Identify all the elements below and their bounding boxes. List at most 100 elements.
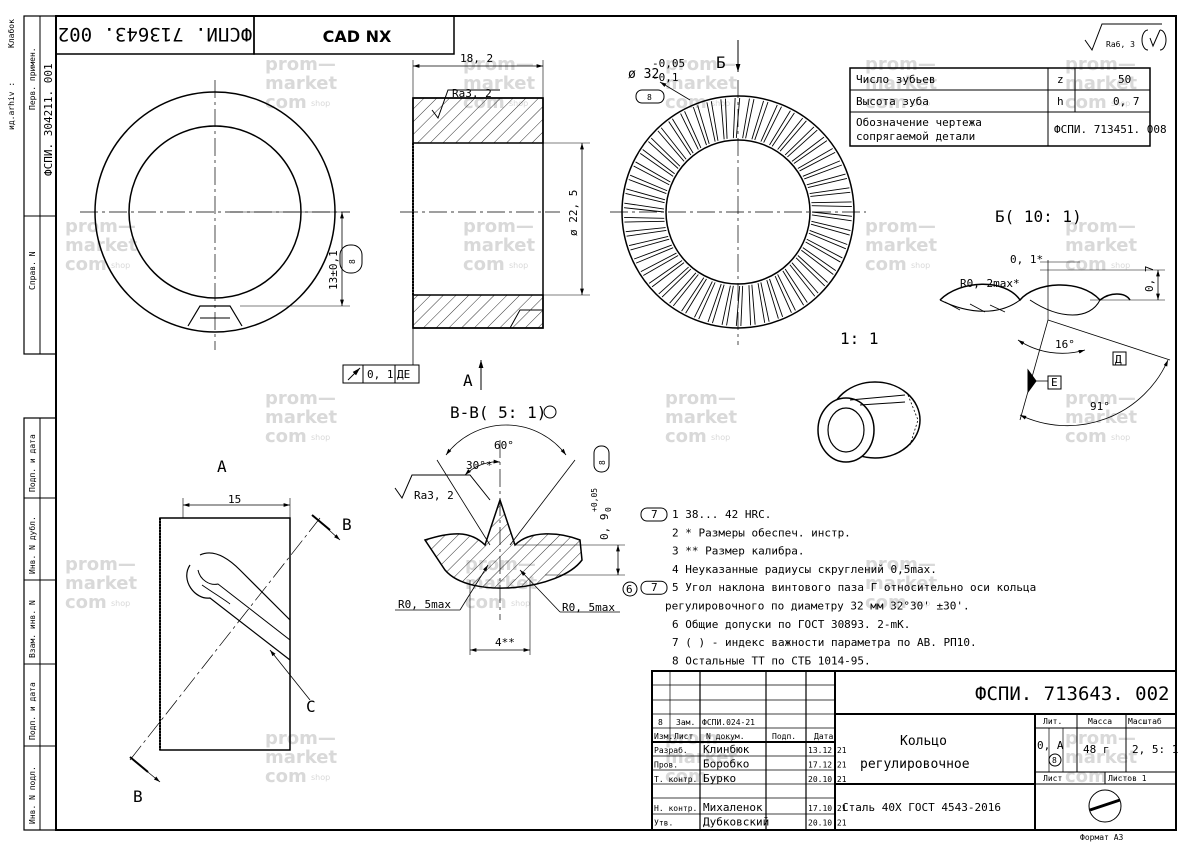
watermark-line: shop [711,773,730,782]
param-teeth-sym: z [1057,73,1064,86]
tb-person-role: Пров. [654,761,678,770]
detail-angle: 16° [1055,338,1075,351]
section-roughness: Ra3, 2 [414,489,454,502]
watermark-line: com [665,766,707,787]
tooth-line [784,126,815,156]
watermark-line: com [1065,426,1107,447]
tb-scale-value: 2, 5: 1 [1132,743,1178,756]
tooth-line [648,141,679,169]
tb-sheet-label: Лист [1043,774,1062,783]
watermark-line: com [865,254,907,275]
tooth-line [625,193,665,204]
watermark-line: prom— [265,388,336,409]
section-width: 4** [495,636,515,649]
tooth-line [732,98,736,139]
tooth-line [706,102,716,142]
tb-mass-label: Масса [1088,717,1112,726]
watermark-line: market [665,407,737,428]
tooth-line [726,285,734,326]
note-line: регулировочного по диаметру 32 мм 32°30'… [665,600,970,613]
watermark-line: shop [511,599,530,608]
tooth-line [789,264,816,297]
tooth-line [720,99,725,140]
tooth-line [784,268,808,303]
param-height-sym: h [1057,95,1064,108]
tooth-line [626,229,667,237]
tb-person-date: 17.12.21 [808,761,847,770]
tooth-line [754,101,769,141]
teeth-view [610,40,866,345]
tb-person-date: 13.12.21 [808,746,847,755]
width-dim: 18, 2 [460,52,493,65]
header-code-mirrored: ФСПИ. 713643. 002 [58,23,252,45]
tooth-line [625,227,666,233]
watermark-line: shop [509,261,528,270]
tooth-line [751,100,764,140]
watermark-line: market [865,73,937,94]
iso-view [817,381,921,463]
watermark-line: market [463,235,535,256]
sign-date-2: Подп. и дата [28,682,37,740]
tooth-line [694,281,713,318]
tb-scale-label: Масштаб [1128,716,1162,726]
watermark-line: market [665,73,737,94]
section-bb [394,424,625,655]
tb-header-cell: N докум. [706,732,745,741]
tooth-line [804,164,843,180]
tooth-line [724,98,728,139]
tooth-line [697,105,710,144]
tb-person-role: Т. контр. [654,775,697,784]
tooth-line [760,282,770,322]
watermark-line: market [865,573,937,594]
tooth-line [807,177,848,188]
watermark-line: com [463,254,505,275]
watermark-line: market [1065,73,1137,94]
tooth-line [801,249,834,275]
base-c: С [306,697,316,716]
tooth-line [763,106,782,143]
tooth-line [787,129,818,158]
watermark-line: shop [1111,773,1130,782]
tb-rev-col: Зам. [676,718,695,727]
note-line: 5 Угол наклона винтового паза Г относите… [672,581,1036,594]
section-angle-half: 30°* [466,459,493,472]
iso-scale: 1: 1 [840,329,879,348]
tooth-line [629,174,668,192]
watermark-line: market [265,747,337,768]
section-r-left: R0, 5max [398,598,451,611]
note-line: 2 * Размеры обеспеч. инстр. [672,526,851,539]
title-block [651,670,1177,831]
frame [23,15,1177,831]
tb-person-name: Дубковский [703,816,769,829]
watermark-line: market [65,235,137,256]
dup-inv: Инв. N дубл. [27,516,37,574]
tb-person-name: Бурко [703,772,736,785]
watermark-line: com [1065,254,1107,275]
tb-mass-value: 48 г [1083,743,1110,756]
watermark-line: com [65,592,107,613]
tooth-line [671,118,694,154]
watermark-line: market [265,407,337,428]
tb-rev-num: 8 [658,718,663,727]
tooth-line [782,270,805,306]
side-section [342,60,590,390]
tb-header-cell: Изм. [654,732,673,741]
watermark-line: shop [311,99,330,108]
tooth-line [811,205,852,207]
watermark-line: prom— [265,728,336,749]
runout-base: ДЕ [397,368,410,381]
section-depth: 0, 9 [598,514,611,541]
height-badge: 8 [348,259,357,264]
view-a-width: 15 [228,493,241,506]
tb-person-role: Разраб. [654,745,688,755]
tooth-line [799,151,836,172]
tooth-line [669,272,697,304]
replace-inv: Взам. инв. N [28,600,37,658]
tooth-line [748,285,752,326]
tb-rev-doc: ФСПИ.024-21 [702,718,755,727]
watermark-line: com [65,254,107,275]
detail-gap: 0, 1* [1010,253,1043,266]
tb-lit-label: Лит. [1043,717,1062,726]
